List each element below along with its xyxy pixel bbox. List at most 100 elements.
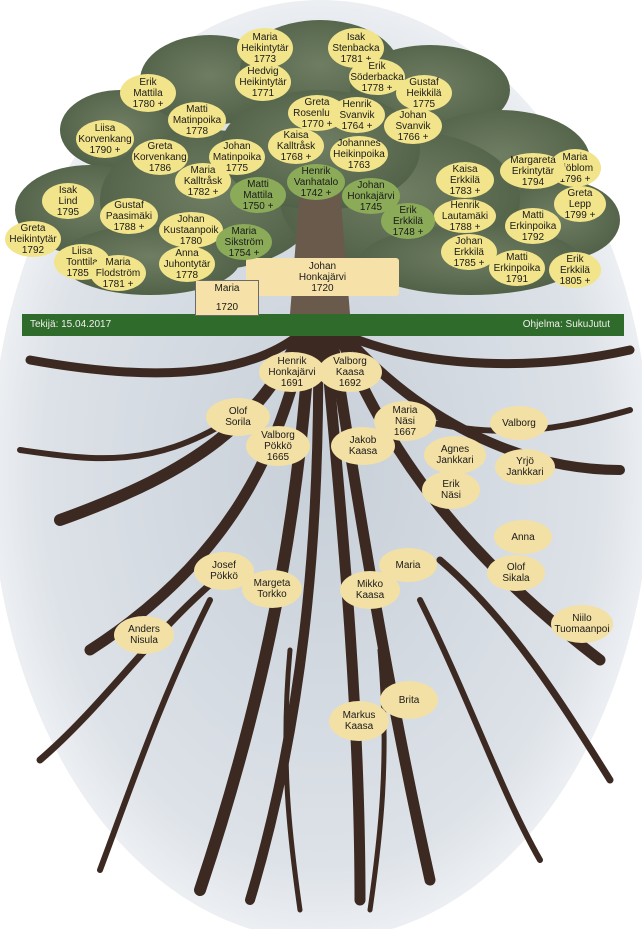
ancestor-node-line: Sikala (502, 573, 530, 584)
descendant-node-line: Lepp (568, 198, 592, 210)
ancestor-node-line: Pökkö (264, 440, 292, 452)
ancestor-node-line: Honkajärvi (268, 366, 316, 378)
ancestor-node-line: Jakob (349, 435, 377, 446)
ancestor-node[interactable]: Brita (380, 681, 438, 719)
ancestor-node[interactable]: Valborg (490, 406, 548, 440)
descendant-node-line: 1775 (412, 98, 436, 110)
descendant-node-line: 1771 (251, 87, 275, 99)
descendant-node-line: Matti (247, 178, 269, 190)
ancestor-node-line: Jankkari (506, 467, 544, 478)
ancestor-node-line: Olof (506, 562, 526, 573)
descendant-node-line: 1783 + (449, 185, 481, 197)
descendant-node-line: Lind (58, 195, 78, 207)
root-person-box[interactable]: Johan Honkajärvi 1720 (246, 258, 399, 296)
descendant-node-line: Henrik (342, 98, 372, 110)
descendant-node-line: Svanvik (339, 109, 375, 121)
ancestor-node-line: Anders (128, 624, 160, 635)
ancestor-node-line: Markus (342, 710, 376, 721)
ancestor-node[interactable]: Maria (379, 548, 437, 582)
descendant-node-line: 1770 + (301, 118, 333, 130)
descendant-node-line: 1799 + (564, 209, 596, 221)
ancestor-node-line: Tuomaanpoi (554, 624, 610, 635)
ancestor-node-line: Näsi (440, 490, 461, 501)
descendant-node-line: Söderbacka (350, 71, 404, 83)
descendant-node-line: Henrik (301, 165, 331, 177)
descendant-node-line: Maria (190, 164, 216, 176)
descendant-node-line: 1748 + (392, 226, 424, 238)
root-person-first-name: Johan (308, 260, 337, 272)
descendant-node-line: Mattila (243, 189, 273, 201)
ancestor-node-line: Brita (398, 694, 420, 706)
descendant-node-line: 1796 + (559, 173, 591, 185)
ancestor-node-line: Torkko (257, 589, 287, 600)
ancestor-node-line: Valborg (502, 417, 536, 429)
ancestor-node-line: Maria (392, 404, 418, 416)
descendant-node-line: Johannes (337, 137, 381, 149)
descendant-node-line: Gustaf (114, 199, 144, 211)
ancestor-node[interactable]: Anna (494, 520, 552, 554)
descendant-node-line: 1780 (179, 235, 203, 247)
ancestor-node-line: Kaasa (344, 721, 374, 732)
spouse-year: 1720 (215, 302, 239, 313)
ancestor-node-line: Pökkö (210, 571, 238, 582)
descendant-node-line: Henrik (450, 199, 480, 211)
descendant-node-line: 1805 + (559, 275, 591, 287)
descendant-node-line: Greta (147, 140, 173, 152)
descendant-node-line: 1795 (56, 206, 80, 218)
spouse-box[interactable]: Maria 1720 (195, 280, 259, 316)
descendant-node-line: 1791 (505, 273, 529, 285)
descendant-node-line: Paasimäki (105, 210, 153, 222)
descendant-node-line: 1781 + (340, 53, 372, 65)
descendant-node-line: Lautamäki (441, 210, 489, 222)
descendant-node-line: Honkajärvi (347, 190, 395, 202)
program-label: Ohjelma: SukuJutut (522, 319, 610, 330)
descendant-node-line: 1764 + (341, 120, 373, 132)
descendant-node-line: Maria (105, 256, 131, 268)
